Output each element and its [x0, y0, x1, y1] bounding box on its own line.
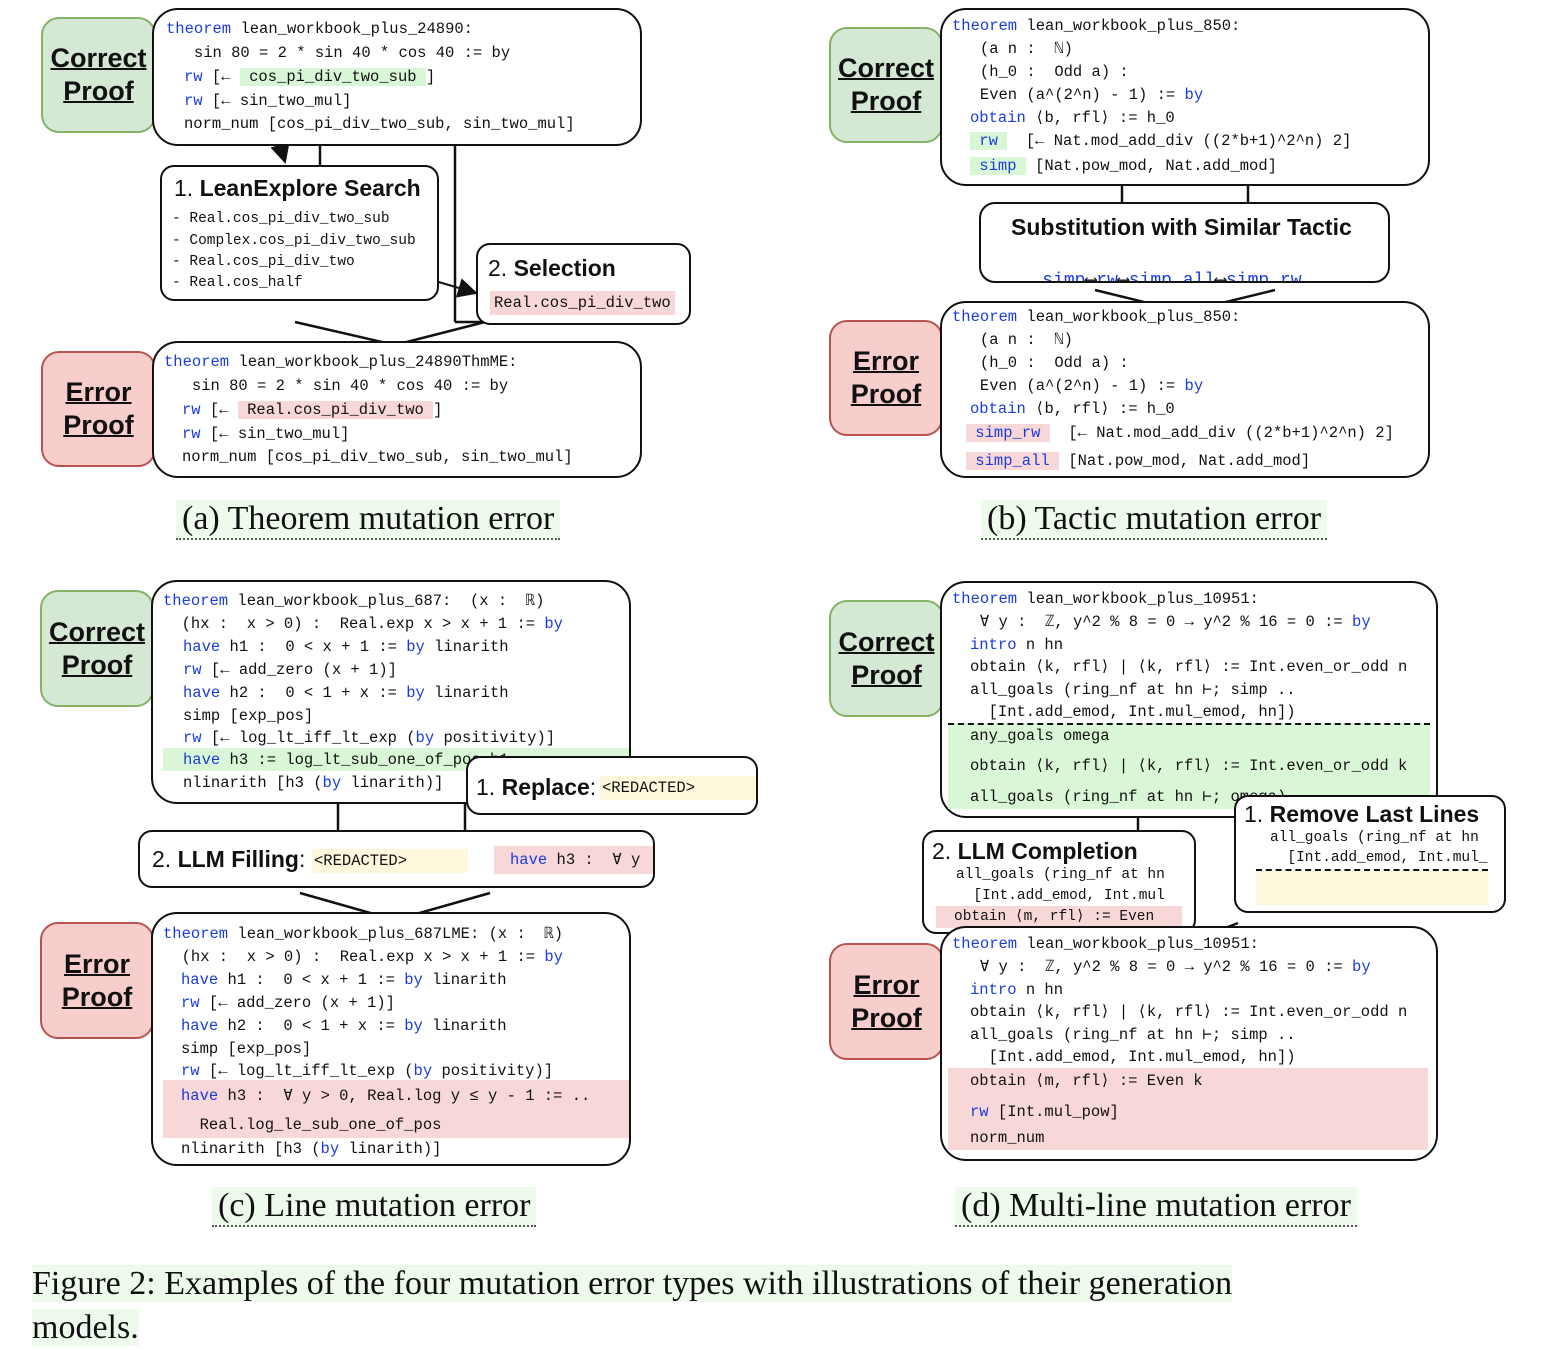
code-line: obtain ⟨k, rfl⟩ | ⟨k, rfl⟩ := Int.even_o… — [970, 1003, 1408, 1021]
caption-c: (c) Line mutation error — [212, 1187, 537, 1227]
search-result: - Complex.cos_pi_div_two_sub — [172, 233, 416, 249]
replace-box: 1. Replace: <REDACTED> — [466, 756, 758, 815]
caption-a: (a) Theorem mutation error — [176, 500, 561, 540]
code-line: sin 80 = 2 * sin 40 * cos 40 := by — [166, 44, 511, 62]
code-line: obtain ⟨m, rfl⟩ := Even k — [970, 1072, 1203, 1090]
code-line: theorem lean_workbook_plus_24890: — [166, 20, 473, 38]
selected-lemma: Real.cos_pi_div_two — [490, 291, 675, 315]
figure-caption: Figure 2: Examples of the four mutation … — [32, 1262, 1233, 1350]
correct-proof-box-a: theorem lean_workbook_plus_24890: sin 80… — [152, 8, 642, 146]
code-line: all_goals (ring_nf at hn ⊢; simp .. — [970, 681, 1296, 699]
error-proof-box-a: theorem lean_workbook_plus_24890ThmME: s… — [152, 341, 642, 478]
figure-caption-line: models. — [32, 1309, 139, 1346]
theorem-name: lean_workbook_plus_24890: — [240, 20, 473, 38]
correct-proof-box-d: theorem lean_workbook_plus_10951: ∀ y : … — [940, 581, 1438, 818]
code-line: simp [exp_pos] — [183, 707, 314, 725]
code-line: (h_0 : Odd a) : — [952, 354, 1129, 372]
llm-completion-box: 2. LLM Completion all_goals (ring_nf at … — [922, 830, 1196, 934]
correct-proof-box-b: theorem lean_workbook_plus_850: (a n : ℕ… — [940, 8, 1430, 186]
code-line: all_goals (ring_nf at hn ⊢; simp .. — [970, 1026, 1296, 1044]
code-line: obtain ⟨k, rfl⟩ | ⟨k, rfl⟩ := Int.even_o… — [970, 757, 1408, 775]
substitution-box: Substitution with Similar Tactic simp⟷rw… — [979, 202, 1390, 283]
code-line: [Int.add_emod, Int.mul_emod, hn]) — [970, 703, 1296, 721]
code-line: norm_num [cos_pi_div_two_sub, sin_two_mu… — [184, 115, 575, 133]
figure-caption-line: Figure 2: Examples of the four mutation … — [32, 1265, 1233, 1302]
code-line: (a n : ℕ) — [952, 331, 1073, 349]
selection-box: 2. Selection Real.cos_pi_div_two — [476, 243, 691, 325]
code-line: [Int.add_emod, Int.mul_emod, hn]) — [970, 1048, 1296, 1066]
code-line: Real.log_le_sub_one_of_pos — [181, 1116, 442, 1134]
code-line: norm_num [cos_pi_div_two_sub, sin_two_mu… — [182, 448, 573, 466]
remove-last-lines-box: 1. Remove Last Lines all_goals (ring_nf … — [1234, 795, 1506, 913]
code-line: [Int.add_emod, Int.mul — [956, 888, 1165, 904]
code-line: rw [← sin_two_mul] — [184, 92, 352, 110]
code-line: [Int.add_emod, Int.mul_ — [1270, 850, 1488, 866]
error-proof-box-d: theorem lean_workbook_plus_10951: ∀ y : … — [940, 926, 1438, 1161]
code-line: (h_0 : Odd a) : — [952, 63, 1129, 81]
caption-d: (d) Multi-line mutation error — [955, 1187, 1357, 1227]
llm-filling-box: 2. LLM Filling: <REDACTED> have h3 : ∀ y — [138, 830, 655, 888]
code-line: sin 80 = 2 * sin 40 * cos 40 := by — [164, 377, 509, 395]
code-line: simp [exp_pos] — [181, 1040, 312, 1058]
search-result: - Real.cos_half — [172, 275, 303, 291]
redacted-token: <REDACTED> — [600, 776, 756, 800]
redacted-token: <REDACTED> — [312, 849, 468, 873]
search-result: - Real.cos_pi_div_two_sub — [172, 211, 390, 227]
code-line: (a n : ℕ) — [952, 40, 1073, 58]
code-line: obtain ⟨k, rfl⟩ | ⟨k, rfl⟩ := Int.even_o… — [970, 658, 1408, 676]
error-proof-box-c: theorem lean_workbook_plus_687LME: (x : … — [151, 912, 631, 1166]
code-line: any_goals omega — [970, 727, 1110, 745]
search-result: - Real.cos_pi_div_two — [172, 254, 355, 270]
code-line: norm_num — [970, 1129, 1045, 1147]
code-line: rw [← cos_pi_div_two_sub ] — [184, 68, 436, 86]
leanexplore-search-box: 1. LeanExplore Search - Real.cos_pi_div_… — [160, 165, 439, 301]
caption-b: (b) Tactic mutation error — [981, 500, 1328, 540]
error-proof-box-b: theorem lean_workbook_plus_850: (a n : ℕ… — [940, 301, 1430, 478]
code-line: all_goals (ring_nf at hn — [1270, 830, 1479, 846]
code-line: all_goals (ring_nf at hn — [956, 867, 1165, 883]
code-line: obtain ⟨m, rfl⟩ := Even — [954, 909, 1155, 925]
